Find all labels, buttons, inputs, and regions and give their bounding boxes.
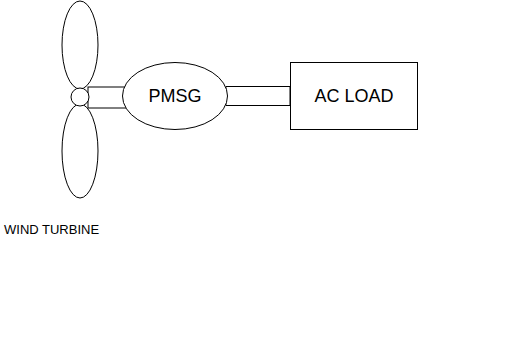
- node-text: AC LOAD: [314, 86, 393, 107]
- generator-ellipse: PMSG: [122, 62, 228, 130]
- caption-label: WIND TURBINE: [4, 222, 99, 237]
- ellipse-shape: [123, 63, 228, 130]
- node-text: PMSG: [148, 86, 201, 107]
- turbine-hub: [71, 88, 89, 106]
- shaft-connector: [226, 87, 290, 106]
- turbine-blade: [62, 104, 98, 198]
- turbine-blade: [62, 1, 98, 89]
- load-box: AC LOAD: [290, 62, 418, 130]
- turbine-shaft: [88, 87, 128, 108]
